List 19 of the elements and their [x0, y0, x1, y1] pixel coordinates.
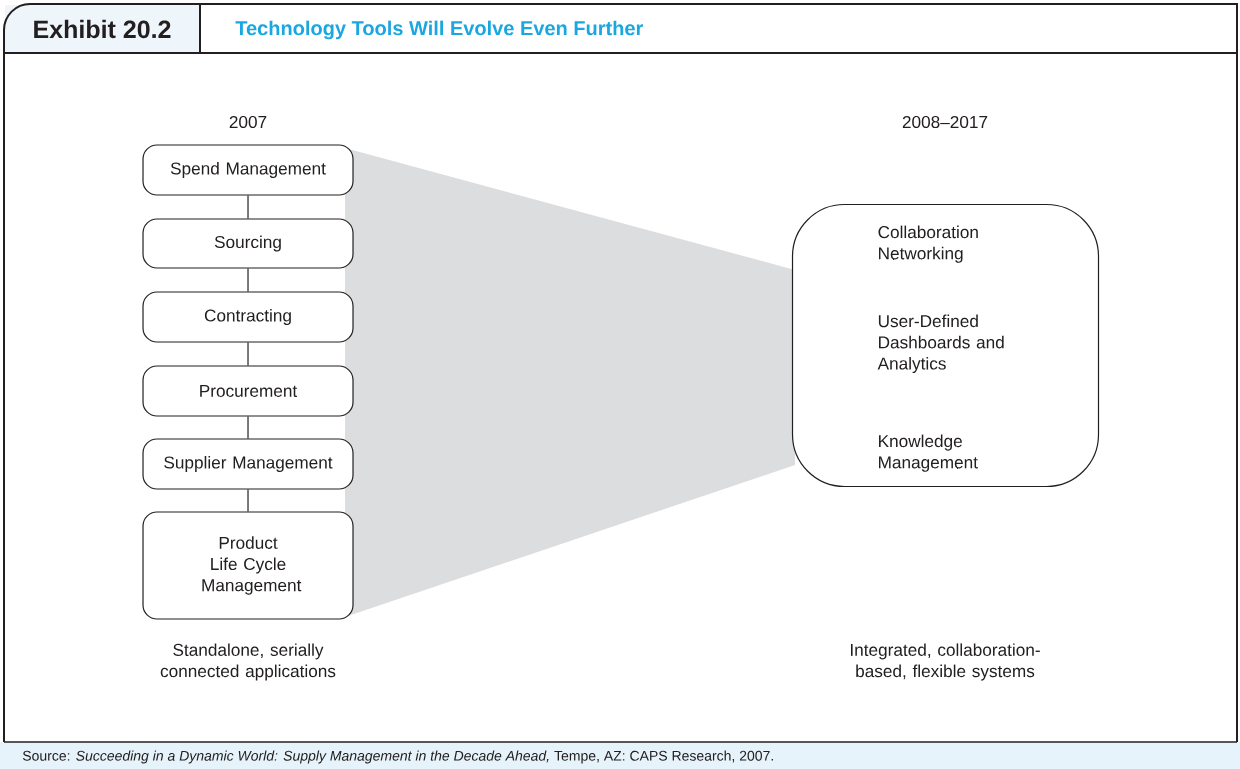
exhibit-number: Exhibit 20.2	[34, 19, 171, 39]
connector-line	[247, 489, 249, 512]
process-box: Spend Management	[142, 144, 354, 196]
system-box: Collaboration Networking User-Defined Dashboards and Analytics Knowledge Management	[791, 203, 1100, 488]
process-box: Contracting	[142, 291, 354, 343]
connector-line	[247, 268, 249, 292]
connector-line	[247, 342, 249, 366]
process-box: Sourcing	[142, 218, 354, 269]
process-box: Procurement	[142, 365, 354, 417]
column-caption: Standalone, serially connected applications	[160, 643, 336, 681]
process-box: Product Life Cycle Management	[142, 511, 354, 620]
column-caption: Integrated, collaboration-based, flexible systems	[851, 643, 1040, 681]
source-note: Source: Succeeding in a Dynamic World: Supply Management in the Decade Ahead, Tempe, AZ: CAPS Research, 2007.	[22, 750, 773, 764]
year-label: 2007	[229, 115, 267, 129]
title: Technology Tools Will Evolve Even Further	[235, 20, 644, 40]
connector-line	[247, 416, 249, 439]
process-box: Supplier Management	[142, 438, 354, 490]
connector-line	[247, 195, 249, 219]
year-label: 2008–2017	[902, 115, 988, 129]
